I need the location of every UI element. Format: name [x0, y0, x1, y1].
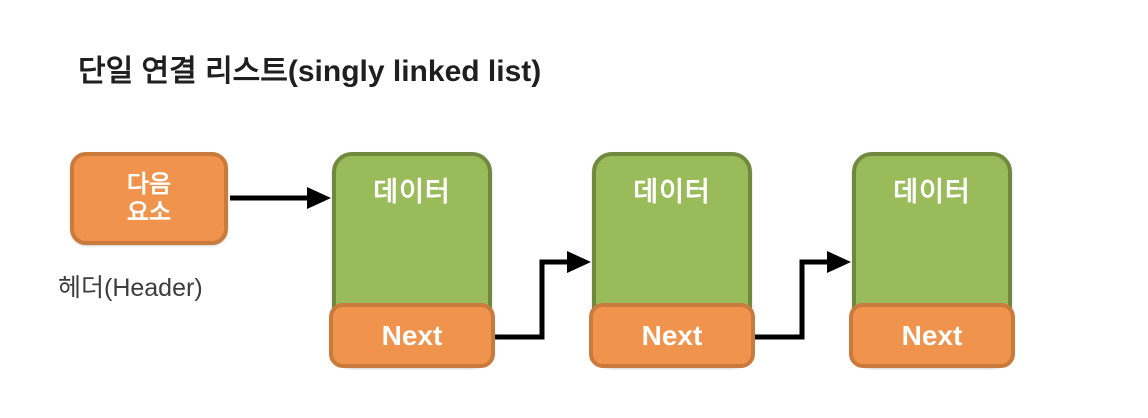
diagram-title: 단일 연결 리스트(singly linked list) — [78, 55, 542, 88]
node3-next-label: Next — [901, 319, 963, 351]
node3-next-pointer: Next — [849, 303, 1015, 368]
node2-next-label: Next — [641, 319, 703, 351]
node1-next-pointer: Next — [329, 303, 495, 368]
list-node-2: 데이터 Next — [589, 152, 755, 368]
list-node-3: 데이터 Next — [849, 152, 1015, 368]
arrow-node1-to-node2 — [490, 251, 591, 340]
header-node: 다음 요소 — [70, 152, 228, 245]
header-node-line1: 다음 — [126, 170, 172, 198]
list-node-1: 데이터 Next — [329, 152, 495, 368]
node2-next-pointer: Next — [589, 303, 755, 368]
header-node-line2: 요소 — [126, 198, 172, 226]
node1-data-label: 데이터 — [373, 177, 451, 207]
header-label: 헤더(Header) — [58, 274, 203, 302]
node3-data-label: 데이터 — [893, 177, 971, 207]
arrow-node2-to-node3 — [750, 251, 851, 340]
node2-data-label: 데이터 — [633, 177, 711, 207]
node1-next-label: Next — [381, 319, 443, 351]
arrow-header-to-node1 — [230, 187, 331, 209]
